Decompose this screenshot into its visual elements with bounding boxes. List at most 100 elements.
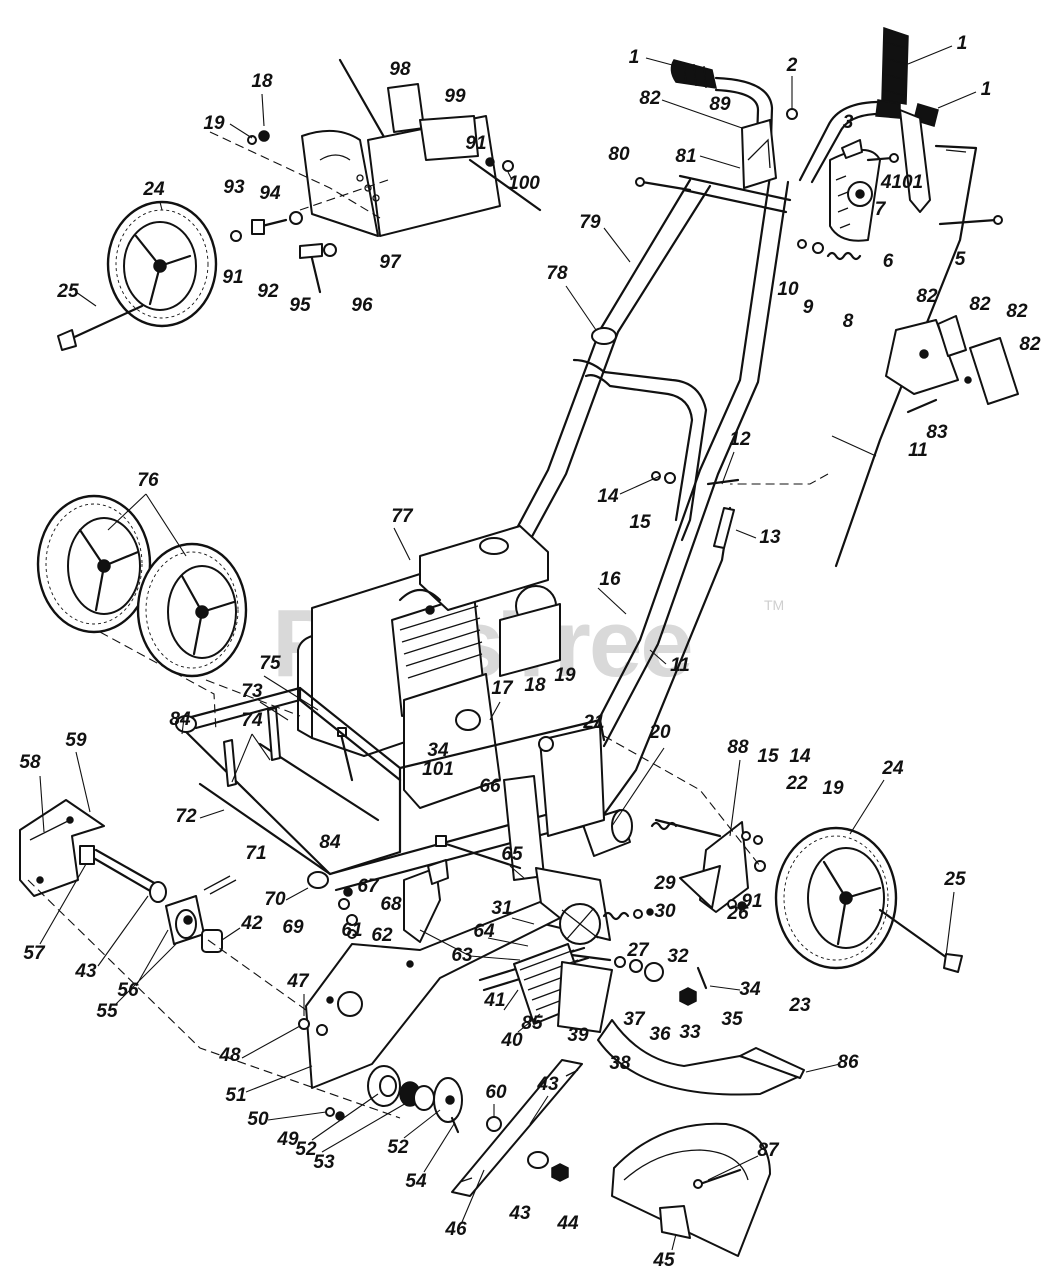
callout-1: 1 [981,79,992,100]
callout-58: 58 [19,752,41,773]
side-shield [597,1019,805,1096]
callout-37: 37 [623,1009,646,1030]
callout-81: 81 [675,146,696,167]
callout-22: 22 [785,773,808,794]
callout-68: 68 [380,894,402,915]
callout-21: 21 [582,712,604,733]
callout-18: 18 [251,71,273,92]
callout-101: 101 [422,759,454,780]
callout-67: 67 [357,876,380,897]
callout-24: 24 [881,758,904,779]
callout-78: 78 [546,263,568,284]
callout-36: 36 [649,1024,671,1045]
callout-62: 62 [371,925,393,946]
callout-34: 34 [427,740,449,761]
callout-9: 9 [803,297,814,318]
callout-1: 1 [629,47,640,68]
callout-43: 43 [74,961,97,982]
callout-72: 72 [175,806,197,827]
callout-39: 39 [567,1025,589,1046]
callout-54: 54 [405,1171,427,1192]
depth-lever [338,859,449,943]
callout-42: 42 [240,913,263,934]
rear-wheels [36,494,248,678]
callout-5: 5 [955,249,966,270]
callout-49: 49 [276,1129,299,1150]
control-box [885,315,1019,414]
callout-26: 26 [726,903,749,924]
callout-75: 75 [259,653,281,674]
callout-51: 51 [225,1085,246,1106]
callout-14: 14 [597,486,619,507]
callout-1: 1 [957,33,968,54]
callout-77: 77 [391,506,414,527]
callout-92: 92 [257,281,279,302]
callout-98: 98 [389,59,411,80]
callout-3: 3 [843,112,854,133]
callout-17: 17 [491,678,514,699]
callout-56: 56 [117,980,139,1001]
callout-25: 25 [56,281,79,302]
callout-29: 29 [653,873,676,894]
callout-59: 59 [65,730,87,751]
handle-grips [670,26,939,127]
frame [174,686,606,892]
callout-73: 73 [241,681,263,702]
callout-7: 7 [875,199,887,220]
callout-82: 82 [1019,334,1041,355]
callout-87: 87 [757,1140,780,1161]
wheel-right [774,826,963,973]
engine [297,525,561,809]
blade-guard [611,1122,771,1257]
callout-4101: 4101 [880,172,923,193]
callout-64: 64 [473,921,495,942]
callout-96: 96 [351,295,373,316]
jack-shaft [79,845,237,953]
drive-assembly [435,775,654,962]
callout-30: 30 [654,901,676,922]
blade-arm [298,901,561,1121]
callout-91: 91 [222,267,243,288]
callout-20: 20 [648,722,671,743]
callout-23: 23 [788,995,811,1016]
callout-50: 50 [247,1109,269,1130]
callout-89: 89 [709,94,731,115]
callout-19: 19 [203,113,225,134]
callout-82: 82 [916,286,938,307]
control-lever [797,109,1003,261]
callout-16: 16 [599,569,621,590]
blade-shaft [478,943,708,1033]
callout-14: 14 [789,746,811,767]
callout-88: 88 [727,737,749,758]
callout-71: 71 [245,843,266,864]
callout-2: 2 [786,55,798,76]
callout-85: 85 [521,1013,543,1034]
callout-31: 31 [491,898,512,919]
callout-19: 19 [822,778,844,799]
callout-43: 43 [508,1203,531,1224]
callout-65: 65 [501,844,523,865]
callout-53: 53 [313,1152,335,1173]
watermark-trademark: TM [764,597,784,613]
leader-lines [39,45,977,1251]
callout-66: 66 [479,776,501,797]
callout-19: 19 [554,665,576,686]
callout-44: 44 [556,1213,579,1234]
callout-70: 70 [264,889,286,910]
callout-40: 40 [500,1030,523,1051]
callout-60: 60 [485,1082,507,1103]
callout-79: 79 [579,212,601,233]
callout-83: 83 [926,422,948,443]
callout-41: 41 [483,990,505,1011]
blade-bearings [367,1065,463,1134]
callout-6: 6 [883,251,894,272]
callout-99: 99 [444,86,466,107]
callout-57: 57 [23,943,46,964]
callout-97: 97 [379,252,402,273]
axle-bracket [650,818,766,913]
callout-82: 82 [639,88,661,109]
callout-13: 13 [759,527,781,548]
front-guard [19,799,105,897]
